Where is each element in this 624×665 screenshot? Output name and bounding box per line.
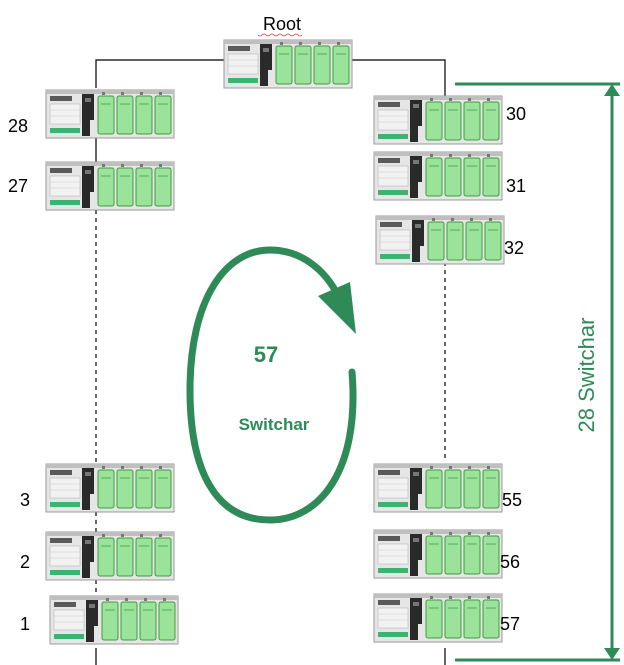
span-arrow-top xyxy=(604,84,620,96)
node-device-2 xyxy=(45,531,175,581)
node-label-31: 31 xyxy=(506,176,526,196)
span-label: 28 Switchar xyxy=(574,318,599,433)
node-device-57 xyxy=(373,593,503,643)
node-label-27: 27 xyxy=(8,176,28,196)
node-device-31 xyxy=(373,151,503,201)
node-label-32: 32 xyxy=(504,238,524,258)
loop-caption: Switchar xyxy=(239,415,310,434)
root-device xyxy=(223,39,353,89)
node-label-28: 28 xyxy=(8,116,28,136)
node-label-30: 30 xyxy=(506,104,526,124)
spellcheck-underline xyxy=(257,33,303,37)
root-connectors xyxy=(95,59,446,96)
node-device-55 xyxy=(373,463,503,513)
span-arrow-bottom xyxy=(604,648,620,660)
node-device-1 xyxy=(49,595,179,645)
node-label-3: 3 xyxy=(20,490,30,510)
node-label-2: 2 xyxy=(20,552,30,572)
span-bracket xyxy=(455,82,620,662)
node-device-32 xyxy=(375,215,505,265)
loop-arrowhead xyxy=(318,282,356,334)
node-label-56: 56 xyxy=(500,552,520,572)
loop-arrow xyxy=(186,246,357,524)
node-label-57: 57 xyxy=(500,614,520,634)
loop-count: 57 xyxy=(254,342,278,367)
node-device-3 xyxy=(45,463,175,513)
node-device-28 xyxy=(45,89,175,139)
node-device-27 xyxy=(45,161,175,211)
node-device-30 xyxy=(373,95,503,145)
node-label-55: 55 xyxy=(502,490,522,510)
node-device-56 xyxy=(373,529,503,579)
root-label: Root xyxy=(263,14,301,34)
node-label-1: 1 xyxy=(20,614,30,634)
